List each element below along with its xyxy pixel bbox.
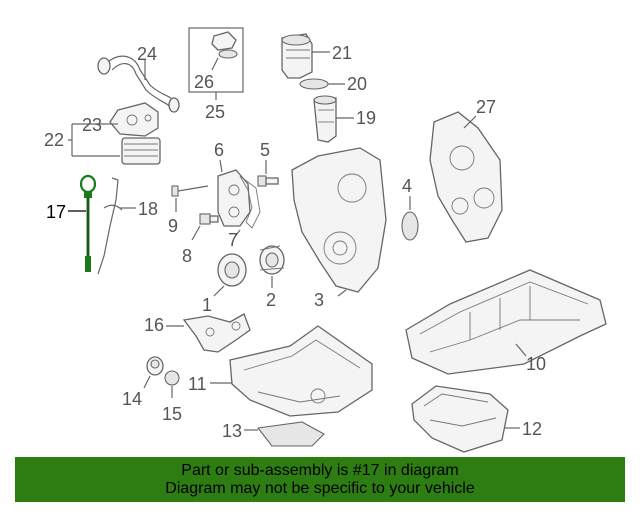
leader-3 <box>337 289 347 297</box>
leader-6 <box>219 159 223 173</box>
part-12-lower-sump[interactable] <box>411 385 509 453</box>
label-21[interactable]: 21 <box>332 43 352 63</box>
label-13[interactable]: 13 <box>222 421 242 441</box>
part-4-seal[interactable] <box>401 211 419 241</box>
leader-1 <box>213 285 225 297</box>
label-26[interactable]: 26 <box>194 72 214 92</box>
label-24[interactable]: 24 <box>137 44 157 64</box>
label-19[interactable]: 19 <box>356 108 376 128</box>
part-10-oil-pan[interactable] <box>405 269 607 375</box>
label-11[interactable]: 11 <box>188 374 207 394</box>
label-4[interactable]: 4 <box>402 176 412 196</box>
part-8-bolt[interactable] <box>199 213 219 225</box>
label-16[interactable]: 16 <box>144 315 164 335</box>
label-6[interactable]: 6 <box>214 140 224 160</box>
part-5-bolt[interactable] <box>257 175 279 187</box>
part-16-mount-bracket[interactable] <box>182 313 251 353</box>
part-21-filter-housing[interactable] <box>281 33 313 79</box>
label-7[interactable]: 7 <box>228 230 238 250</box>
label-20[interactable]: 20 <box>347 74 367 94</box>
label-3[interactable]: 3 <box>314 290 324 310</box>
part-6-bracket[interactable] <box>217 169 251 227</box>
label-10[interactable]: 10 <box>526 354 546 374</box>
part-17-dipstick[interactable] <box>79 174 97 272</box>
part-24-breather-hose[interactable] <box>97 55 180 113</box>
part-19-filter-element[interactable] <box>313 95 337 143</box>
part-9-bolt[interactable] <box>171 185 209 197</box>
label-2[interactable]: 2 <box>266 290 276 310</box>
label-1[interactable]: 1 <box>202 295 212 315</box>
part-13-oil-pan-gasket[interactable] <box>256 421 325 447</box>
label-17[interactable]: 17 <box>46 202 66 222</box>
leader-10 <box>515 343 527 357</box>
part-23-cooler-housing[interactable] <box>109 102 159 137</box>
label-8[interactable]: 8 <box>182 246 192 266</box>
part-info-banner: Part or sub-assembly is #17 in diagram D… <box>15 457 625 502</box>
part-18-dipstick-tube[interactable] <box>97 177 123 275</box>
label-22[interactable]: 22 <box>44 130 64 150</box>
part-3-timing-cover[interactable] <box>291 147 387 293</box>
part-7-gasket[interactable] <box>239 175 261 229</box>
part-15-washer[interactable] <box>164 370 180 386</box>
label-23[interactable]: 23 <box>82 115 102 135</box>
leader-27 <box>463 115 477 129</box>
part-1-pulley[interactable] <box>217 253 247 287</box>
leader-14 <box>143 375 151 389</box>
part-20-o-ring[interactable] <box>299 78 329 90</box>
label-18[interactable]: 18 <box>138 199 158 219</box>
part-22-oil-cooler[interactable] <box>121 137 161 165</box>
label-15[interactable]: 15 <box>162 404 182 424</box>
label-25[interactable]: 25 <box>205 102 225 122</box>
part-2-bushing[interactable] <box>259 245 285 275</box>
part-27-rear-cover[interactable] <box>429 111 503 243</box>
leader-7 <box>233 229 241 239</box>
part-11-upper-oil-pan[interactable] <box>229 325 373 417</box>
label-5[interactable]: 5 <box>260 140 270 160</box>
part-26-filler-cap[interactable] <box>211 31 238 59</box>
bracket-22 <box>68 123 120 157</box>
parts-diagram: 24 23 22 26 25 21 20 <box>44 27 607 453</box>
leader-8 <box>191 225 201 241</box>
label-14[interactable]: 14 <box>122 389 142 409</box>
label-12[interactable]: 12 <box>522 419 542 439</box>
part-14-plug[interactable] <box>146 356 164 376</box>
leader-26 <box>211 57 219 71</box>
label-27[interactable]: 27 <box>476 97 496 117</box>
label-9[interactable]: 9 <box>168 216 178 236</box>
banner-disclaimer-line: Diagram may not be specific to your vehi… <box>165 479 475 497</box>
banner-part-line: Part or sub-assembly is #17 in diagram <box>181 461 459 479</box>
